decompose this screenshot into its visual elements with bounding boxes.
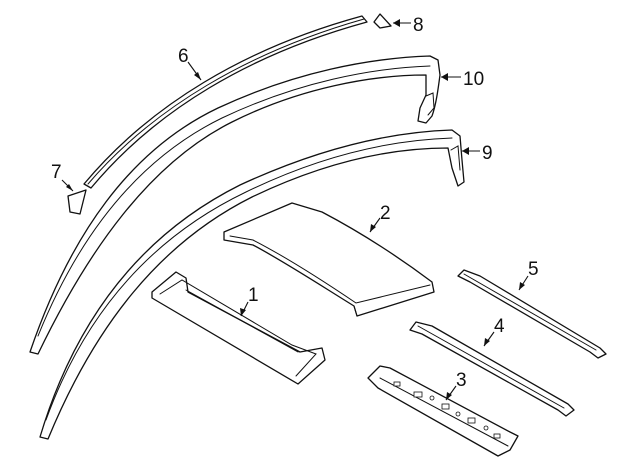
callout-2-label: 2 [380, 203, 391, 224]
center-bow-part [409, 321, 575, 417]
front-bow-part [367, 365, 519, 457]
rear-bow-part [457, 269, 607, 359]
callout-1-label: 1 [248, 285, 259, 306]
callout-1: 1 [240, 285, 259, 317]
callout-10-label: 10 [463, 69, 484, 90]
callout-5-label: 5 [528, 259, 539, 280]
end-cap-front-part [67, 189, 87, 215]
callout-3: 3 [445, 370, 467, 401]
callout-6: 6 [178, 46, 202, 81]
callout-8: 8 [393, 15, 424, 36]
roof-panel-part [223, 202, 435, 317]
callout-9: 9 [462, 143, 493, 164]
callout-4-label: 4 [494, 316, 505, 337]
callout-6-label: 6 [178, 46, 189, 67]
inner-side-rail-part [39, 129, 465, 440]
callout-5: 5 [518, 259, 539, 291]
outer-side-rail-part [29, 55, 441, 355]
callout-2: 2 [369, 203, 391, 233]
windshield-header-part [151, 271, 326, 385]
callout-7-label: 7 [51, 162, 62, 183]
callout-10: 10 [441, 69, 484, 90]
callout-3-label: 3 [456, 370, 467, 391]
roof-molding-part [83, 15, 368, 189]
callout-9-label: 9 [482, 143, 493, 164]
callout-8-label: 8 [413, 15, 424, 36]
callout-7: 7 [51, 162, 74, 192]
end-cap-rear-part [373, 13, 392, 29]
callout-4: 4 [483, 316, 505, 347]
